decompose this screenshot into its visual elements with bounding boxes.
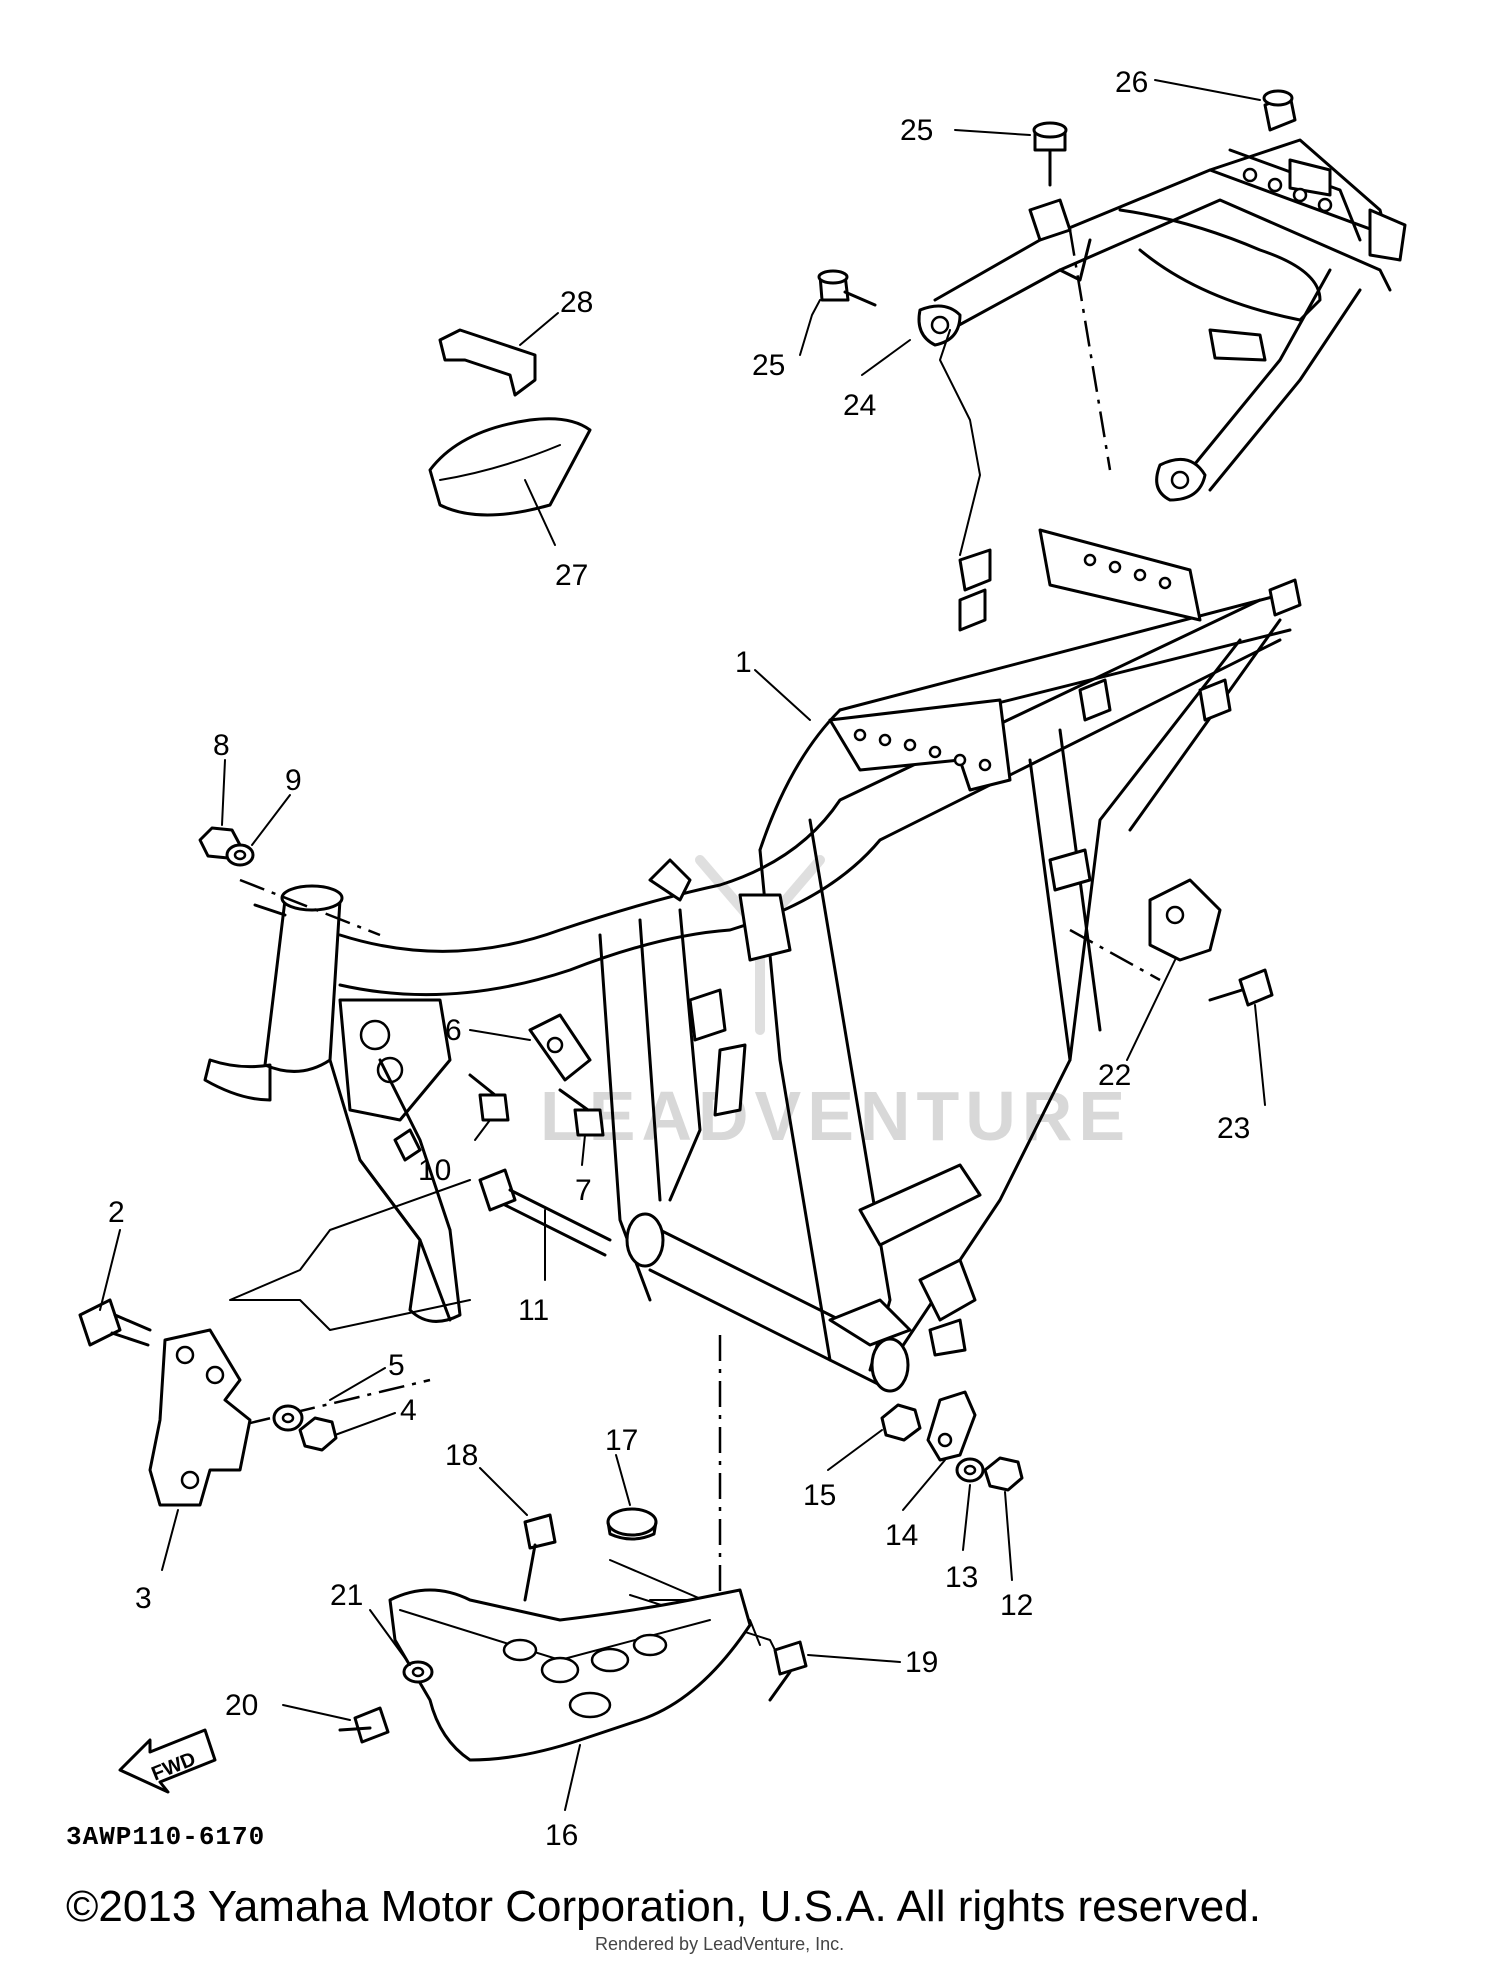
part-21-washer bbox=[402, 1660, 434, 1684]
part-28-clip bbox=[438, 328, 537, 397]
part-4-nut bbox=[298, 1416, 338, 1452]
callout-labels: 26 25 25 24 28 27 1 8 9 6 10 7 11 2 5 4 … bbox=[108, 66, 1250, 1852]
callout-17: 17 bbox=[605, 1424, 638, 1457]
cross-plate-holes bbox=[853, 728, 992, 772]
part-2-bolt bbox=[78, 1298, 152, 1347]
callout-27: 27 bbox=[555, 559, 588, 592]
part-6-bracket bbox=[528, 1013, 592, 1082]
part-10-bolt bbox=[468, 1073, 510, 1122]
callout-1: 1 bbox=[735, 646, 752, 679]
callout-5: 5 bbox=[388, 1349, 405, 1382]
part-5-washer bbox=[272, 1404, 304, 1432]
callout-24: 24 bbox=[843, 389, 876, 422]
part-15-nut bbox=[880, 1403, 922, 1442]
callout-19: 19 bbox=[905, 1646, 938, 1679]
callout-4: 4 bbox=[400, 1394, 417, 1427]
part-26-collar bbox=[1262, 89, 1297, 132]
part-3-bracket bbox=[148, 1328, 252, 1507]
part-25-bolt-upper bbox=[1032, 121, 1068, 187]
leader-lines bbox=[99, 79, 1266, 1811]
part-7-bolt bbox=[558, 1088, 605, 1137]
part-17-plug bbox=[606, 1507, 658, 1541]
callout-22: 22 bbox=[1098, 1059, 1131, 1092]
part-12-nut bbox=[983, 1456, 1024, 1492]
part-19-bolt bbox=[768, 1640, 808, 1702]
part-23-screw bbox=[1208, 968, 1274, 1007]
callout-9: 9 bbox=[285, 764, 302, 797]
callout-6: 6 bbox=[445, 1014, 462, 1047]
part-22-bracket bbox=[1148, 878, 1222, 962]
callout-10: 10 bbox=[418, 1154, 451, 1187]
callout-8: 8 bbox=[213, 729, 230, 762]
callout-15: 15 bbox=[803, 1479, 836, 1512]
callout-25-lower: 25 bbox=[752, 349, 785, 382]
copyright-notice: ©2013 Yamaha Motor Corporation, U.S.A. A… bbox=[66, 1882, 1261, 1931]
callout-12: 12 bbox=[1000, 1589, 1033, 1622]
callout-3: 3 bbox=[135, 1582, 152, 1615]
part-14-plate bbox=[926, 1390, 977, 1462]
callout-2: 2 bbox=[108, 1196, 125, 1229]
part-9-washer bbox=[225, 843, 255, 867]
callout-23: 23 bbox=[1217, 1112, 1250, 1145]
callout-13: 13 bbox=[945, 1561, 978, 1594]
fwd-arrow-icon: FWD bbox=[118, 1728, 217, 1794]
diagram-code: 3AWP110-6170 bbox=[66, 1822, 266, 1852]
callout-21: 21 bbox=[330, 1579, 363, 1612]
callout-20: 20 bbox=[225, 1689, 258, 1722]
part-18-bolt bbox=[523, 1513, 557, 1602]
reference-lines bbox=[199, 229, 1161, 1661]
part-20-bolt bbox=[338, 1706, 390, 1744]
part-13-washer bbox=[955, 1457, 985, 1483]
callout-26: 26 bbox=[1115, 66, 1148, 99]
leadventure-watermark: LEADVENTURE bbox=[540, 855, 1125, 1155]
part-16-skid-plate bbox=[388, 1588, 752, 1762]
callout-7: 7 bbox=[575, 1174, 592, 1207]
callout-18: 18 bbox=[445, 1439, 478, 1472]
callout-14: 14 bbox=[885, 1519, 918, 1552]
part-11-long-bolt bbox=[478, 1168, 612, 1257]
part-27-pad bbox=[428, 417, 592, 517]
main-frame bbox=[203, 528, 1302, 1393]
rear-subframe bbox=[917, 138, 1407, 502]
callout-25-upper: 25 bbox=[900, 114, 933, 147]
callout-28: 28 bbox=[560, 286, 593, 319]
callout-16: 16 bbox=[545, 1819, 578, 1852]
part-25-bolt-lower bbox=[817, 269, 877, 307]
callout-11: 11 bbox=[518, 1294, 549, 1327]
rear-plate-holes bbox=[1083, 553, 1172, 590]
rendered-by-notice: Rendered by LeadVenture, Inc. bbox=[595, 1934, 845, 1954]
